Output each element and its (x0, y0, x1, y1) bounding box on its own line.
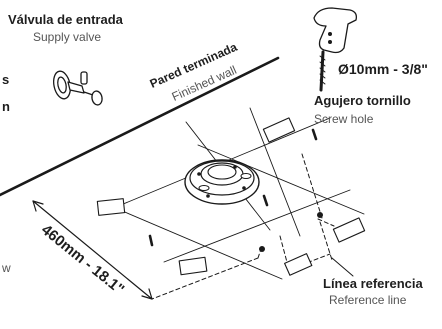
edge-fragment-3: w (2, 261, 11, 275)
edge-fragment-2: n (2, 99, 10, 114)
drill-illustration (313, 7, 358, 92)
dimension-arrow-bottom (141, 288, 153, 300)
edge-fragment-1: s (2, 72, 10, 87)
tape-strips (96, 117, 366, 276)
reference-leader (331, 257, 354, 277)
supply-valve-subtitle: Supply valve (33, 30, 102, 44)
toilet-flange (184, 159, 260, 205)
screw-hole-title: Agujero tornillo (314, 93, 411, 108)
screw-hole-subtitle: Screw hole (314, 112, 374, 126)
reference-grid (103, 107, 365, 280)
dimension-line (32, 200, 153, 300)
supply-valve-title: Válvula de entrada (8, 12, 123, 27)
drill-size-label: Ø10mm - 3/8" (338, 61, 428, 77)
screw-hole-dots (259, 212, 323, 252)
reference-line-title: Línea referencia (323, 276, 423, 291)
finished-wall-line (0, 56, 280, 197)
bolt-slot-marks (148, 128, 318, 247)
dimension-arrow-top (32, 200, 44, 212)
reference-line-subtitle: Reference line (329, 293, 407, 307)
supply-valve-illustration (53, 70, 103, 106)
